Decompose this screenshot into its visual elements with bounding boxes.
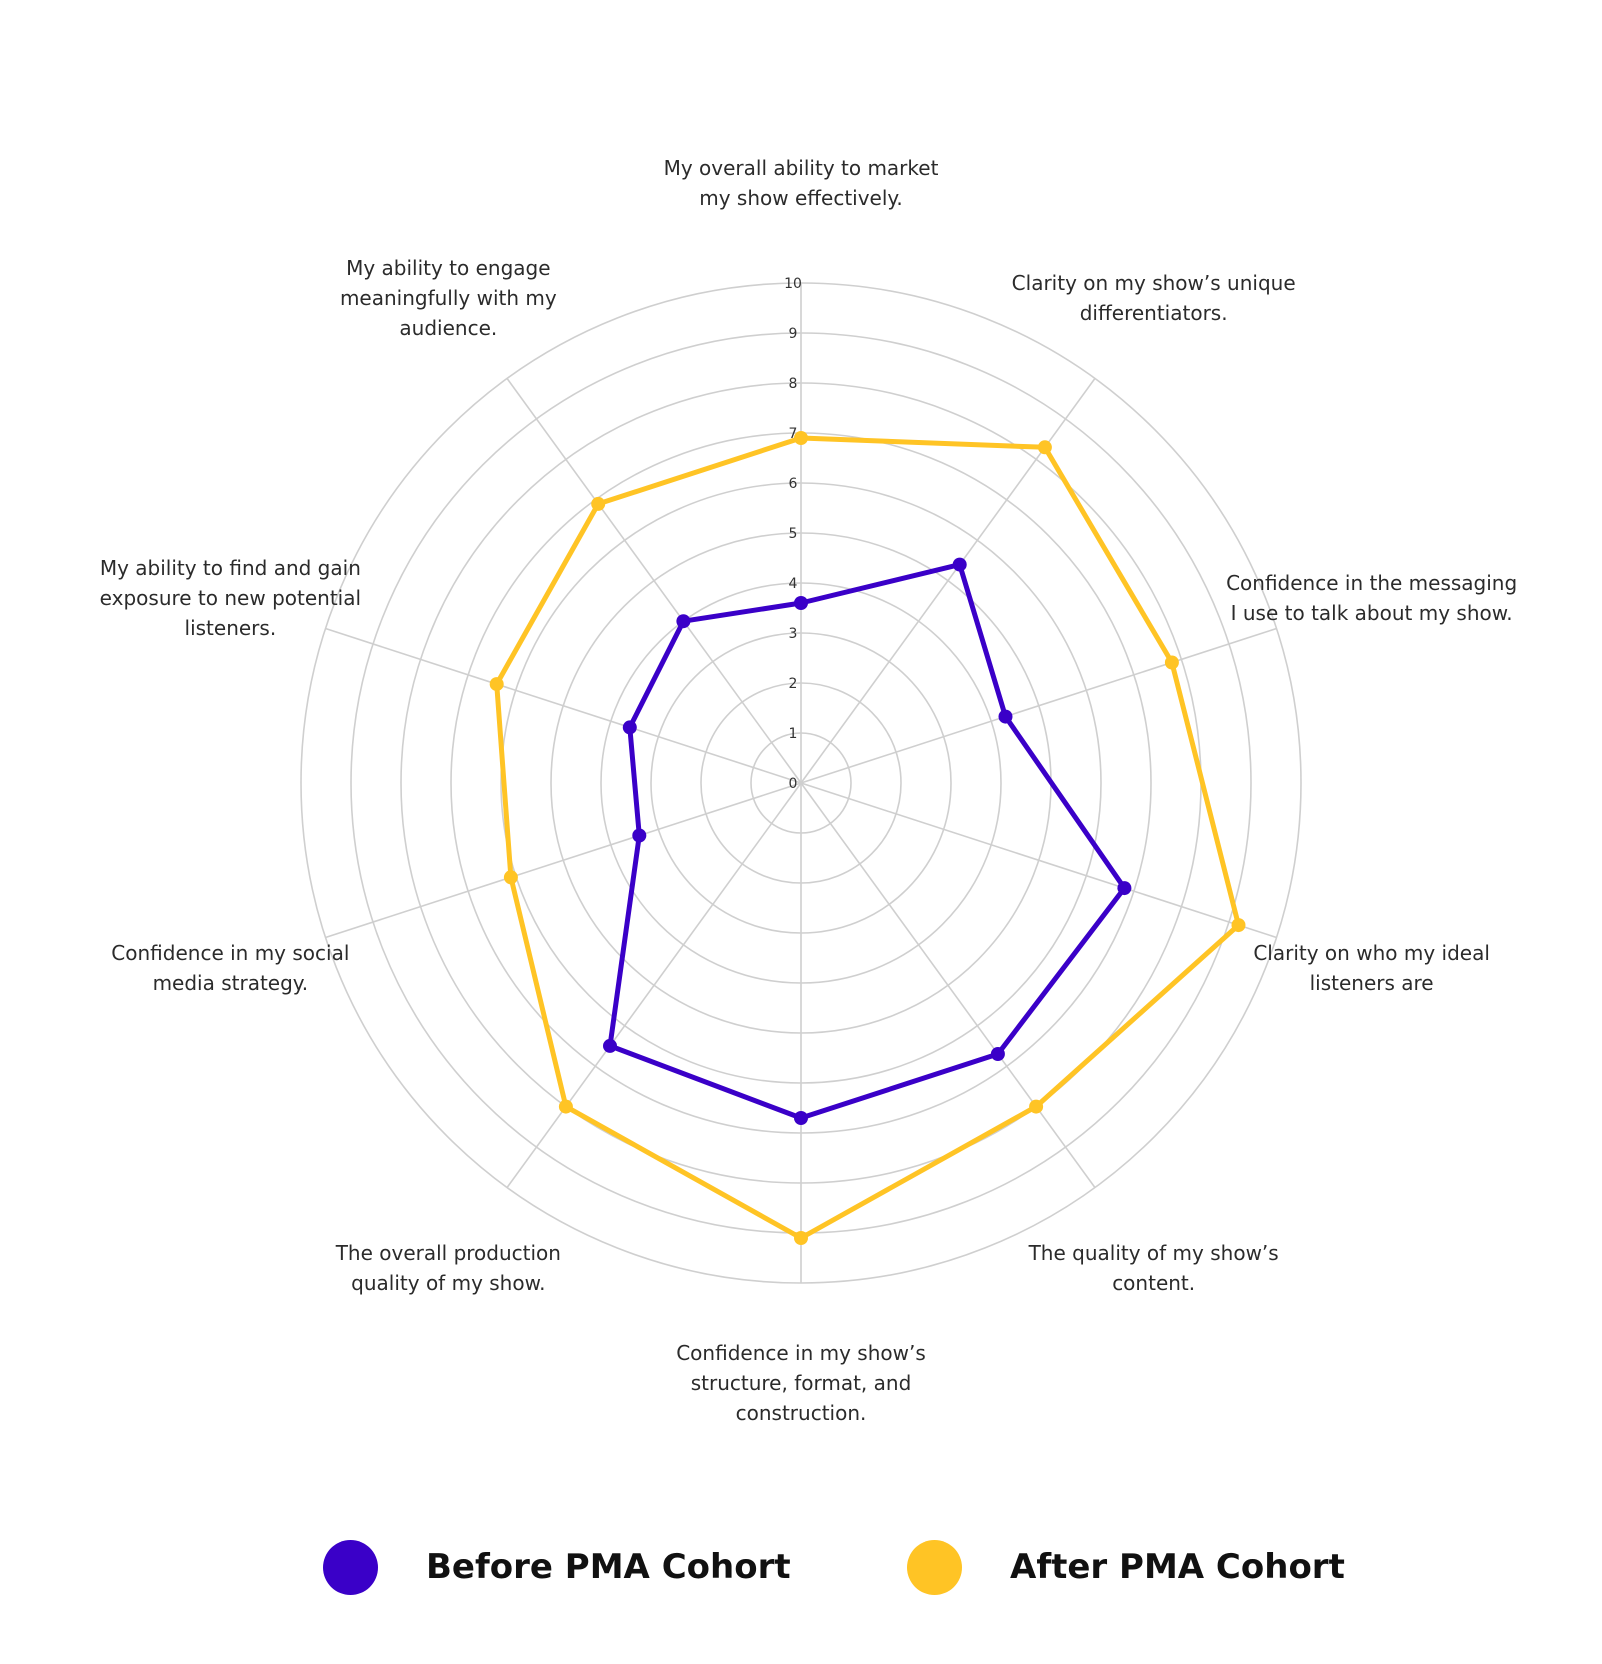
series-point-1 bbox=[1231, 918, 1246, 933]
series-point-0 bbox=[990, 1047, 1005, 1061]
grid-spoke bbox=[800, 627, 1277, 784]
series-point-1 bbox=[794, 1231, 808, 1245]
tick-label: 5 bbox=[789, 526, 798, 542]
series-point-0 bbox=[1117, 881, 1132, 896]
series-point-0 bbox=[998, 709, 1013, 724]
series-point-0 bbox=[676, 614, 691, 629]
series-point-1 bbox=[489, 677, 504, 692]
grid-spoke bbox=[800, 782, 1277, 939]
tick-label: 1 bbox=[789, 726, 798, 742]
tick-label: 10 bbox=[784, 276, 802, 292]
series-point-1 bbox=[1029, 1099, 1044, 1114]
tick-label: 7 bbox=[789, 426, 798, 442]
series-point-1 bbox=[558, 1099, 573, 1114]
series-point-0 bbox=[794, 596, 808, 610]
tick-label: 0 bbox=[789, 776, 798, 792]
category-label: Confidence in my social media strategy. bbox=[111, 941, 350, 996]
tick-label: 3 bbox=[789, 626, 798, 642]
category-label: Clarity on who my ideal listeners are bbox=[1253, 941, 1490, 996]
tick-labels: 0 1 2 3 4 5 6 7 8 9 10 bbox=[784, 276, 802, 792]
tick-label: 2 bbox=[789, 676, 798, 692]
series-point-1 bbox=[591, 496, 606, 511]
tick-label: 4 bbox=[789, 576, 798, 592]
series-point-1 bbox=[503, 870, 518, 885]
category-label: The quality of my show’s content. bbox=[1028, 1241, 1279, 1296]
category-label: Confidence in the messaging I use to tal… bbox=[1226, 570, 1518, 625]
category-label: My ability to engage meaningfully with m… bbox=[339, 255, 557, 340]
legend: Before PMA Cohort After PMA Cohort bbox=[0, 1537, 1602, 1597]
legend-swatch-after bbox=[907, 1539, 962, 1595]
series-point-0 bbox=[632, 828, 647, 843]
category-label: Clarity on my show’s unique differentiat… bbox=[1011, 270, 1296, 325]
series-point-0 bbox=[622, 720, 637, 735]
series-point-0 bbox=[952, 557, 967, 572]
series-point-1 bbox=[1164, 655, 1179, 670]
legend-label-after: After PMA Cohort bbox=[1010, 1547, 1345, 1587]
legend-item-before: Before PMA Cohort bbox=[323, 1537, 791, 1597]
category-label: My ability to find and gain exposure to … bbox=[99, 555, 362, 640]
tick-label: 9 bbox=[789, 326, 798, 342]
legend-label-before: Before PMA Cohort bbox=[426, 1547, 791, 1587]
grid-spokes bbox=[325, 283, 1277, 1283]
legend-swatch-before bbox=[323, 1539, 378, 1595]
category-label: Confidence in my show’s structure, forma… bbox=[676, 1341, 926, 1425]
series-layer bbox=[489, 431, 1246, 1245]
category-label: The overall production quality of my sho… bbox=[335, 1241, 561, 1296]
grid-spoke bbox=[506, 782, 802, 1188]
category-label: My overall ability to market my show eff… bbox=[663, 156, 939, 210]
legend-item-after: After PMA Cohort bbox=[907, 1537, 1345, 1597]
series-point-1 bbox=[1037, 440, 1052, 455]
series-point-0 bbox=[794, 1111, 808, 1125]
grid-spoke bbox=[325, 627, 802, 784]
grid-spoke bbox=[325, 782, 802, 939]
tick-label: 6 bbox=[789, 476, 798, 492]
series-point-1 bbox=[794, 431, 808, 445]
tick-label: 8 bbox=[789, 376, 798, 392]
series-point-0 bbox=[603, 1038, 617, 1053]
grid-spoke bbox=[800, 782, 1096, 1188]
grid-spoke bbox=[506, 378, 802, 784]
